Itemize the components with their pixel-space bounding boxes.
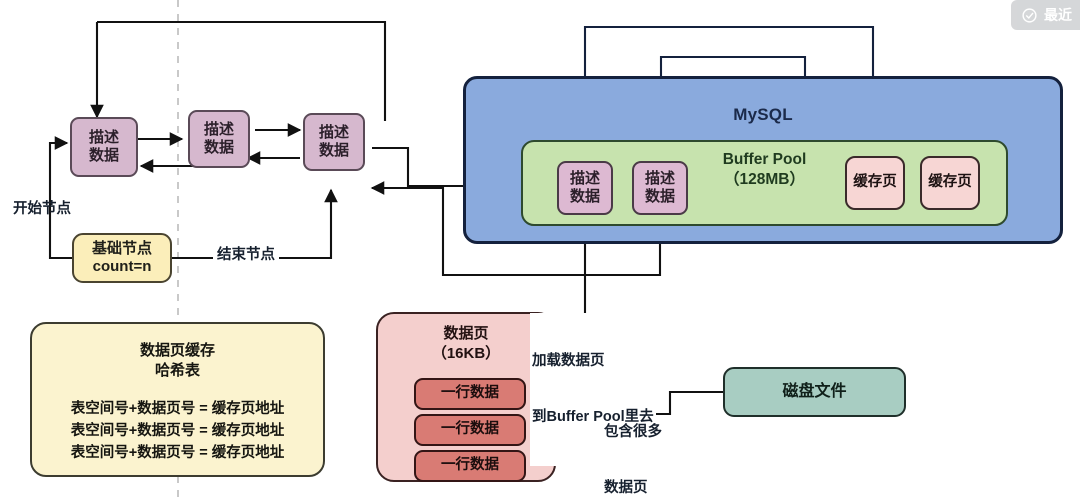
wire-bp-desc2-to-node3 — [370, 181, 662, 277]
descriptor-node-3-line1: 描述 — [318, 124, 349, 142]
base-node-line2: count=n — [92, 258, 152, 275]
bufferpool-descriptor-2[interactable]: 描述 数据 — [632, 161, 688, 215]
descriptor-node-1[interactable]: 描述 数据 — [70, 117, 138, 177]
cache-page-1-label: 缓存页 — [853, 174, 897, 191]
recent-badge-label: 最近 — [1044, 7, 1072, 23]
base-node-line1: 基础节点 — [91, 240, 152, 258]
end-node-label: 结束节点 — [213, 246, 279, 265]
buffer-pool-title: Buffer Pool （128MB） — [523, 150, 1006, 190]
load-datapage-line2: 到Buffer Pool里去 — [532, 409, 654, 426]
hash-table-row: 表空间号+数据页号 = 缓存页地址 — [70, 445, 285, 462]
data-page-title: 数据页 （16KB） — [432, 324, 500, 363]
data-page-container[interactable]: 数据页 （16KB） 一行数据 一行数据 一行数据 — [376, 312, 556, 482]
descriptor-node-2[interactable]: 描述 数据 — [188, 110, 250, 168]
data-row-1-label: 一行数据 — [441, 385, 499, 402]
bufferpool-descriptor-2-line2: 数据 — [644, 188, 675, 205]
disk-file-label: 磁盘文件 — [782, 382, 847, 400]
cache-page-1[interactable]: 缓存页 — [845, 156, 905, 210]
data-row-2-label: 一行数据 — [441, 421, 499, 438]
descriptor-node-3-line2: 数据 — [318, 142, 349, 159]
cache-page-2[interactable]: 缓存页 — [920, 156, 980, 210]
data-row-3-label: 一行数据 — [441, 457, 499, 474]
hash-table-title-line1: 数据页缓存 — [139, 342, 215, 359]
descriptor-node-2-line2: 数据 — [203, 139, 234, 156]
descriptor-node-2-line1: 描述 — [203, 121, 234, 139]
hash-table-panel[interactable]: 数据页缓存 哈希表 表空间号+数据页号 = 缓存页地址 表空间号+数据页号 = … — [30, 322, 325, 477]
start-node-label: 开始节点 — [13, 201, 71, 217]
contains-pages-annotation: 包含很多 数据页 — [604, 385, 662, 497]
hash-table-row: 表空间号+数据页号 = 缓存页地址 — [70, 422, 285, 439]
mysql-label: MySQL — [733, 105, 793, 124]
data-row-3[interactable]: 一行数据 — [414, 450, 526, 482]
disk-file-box[interactable]: 磁盘文件 — [723, 367, 906, 417]
descriptor-node-3[interactable]: 描述 数据 — [303, 113, 365, 171]
data-row-2[interactable]: 一行数据 — [414, 414, 526, 446]
bufferpool-descriptor-2-line1: 描述 — [644, 170, 675, 188]
wire-start-node — [48, 136, 75, 260]
data-page-title-line2: （16KB） — [431, 344, 501, 362]
hash-table-title: 数据页缓存 哈希表 — [140, 341, 215, 382]
hash-table-row: 表空间号+数据页号 = 缓存页地址 — [70, 400, 285, 417]
load-datapage-line1: 加载数据页 — [532, 352, 605, 369]
buffer-pool-title-line2: （128MB） — [724, 171, 805, 189]
check-circle-icon — [1021, 7, 1038, 24]
bufferpool-descriptor-1[interactable]: 描述 数据 — [557, 161, 613, 215]
hash-table-rows: 表空间号+数据页号 = 缓存页地址 表空间号+数据页号 = 缓存页地址 表空间号… — [71, 398, 285, 465]
contains-pages-line1: 包含很多 — [604, 423, 662, 440]
descriptor-node-1-line2: 数据 — [88, 147, 119, 164]
data-row-1[interactable]: 一行数据 — [414, 378, 526, 410]
buffer-pool-title-line1: Buffer Pool — [722, 151, 807, 168]
hash-table-title-line2: 哈希表 — [154, 362, 200, 380]
recent-badge[interactable]: 最近 — [1011, 0, 1080, 30]
contains-pages-line2: 数据页 — [604, 480, 648, 497]
cache-page-2-label: 缓存页 — [928, 174, 972, 191]
bufferpool-descriptor-1-line1: 描述 — [569, 170, 600, 188]
wire-top-to-node3 — [97, 20, 387, 121]
base-node[interactable]: 基础节点 count=n — [72, 233, 172, 283]
load-datapage-annotation: 加载数据页 到Buffer Pool里去 — [530, 313, 656, 466]
data-page-title-line1: 数据页 — [443, 325, 489, 342]
bufferpool-descriptor-1-line2: 数据 — [569, 188, 600, 205]
descriptor-node-1-line1: 描述 — [88, 129, 119, 147]
